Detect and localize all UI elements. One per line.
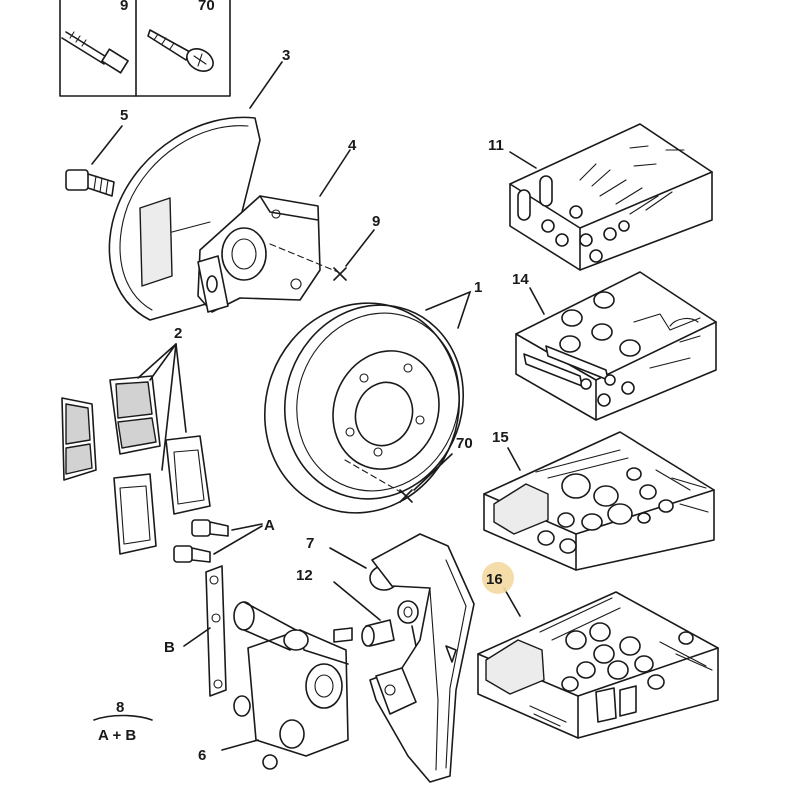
- callout-16-highlight: [482, 562, 514, 594]
- callout-12: 12: [296, 567, 313, 584]
- brake-pads: 2: [61, 325, 211, 555]
- caliper-carrier-bracket: 4 9: [197, 137, 380, 313]
- repair-kit-15: 15: [483, 429, 715, 571]
- callout-4: 4: [348, 137, 357, 154]
- callout-2: 2: [174, 325, 182, 342]
- callout-9-top: 9: [120, 0, 128, 14]
- callout-16: 16: [486, 571, 503, 588]
- repair-kit-16: 16: [477, 562, 719, 739]
- callout-8-sub: A + B: [98, 727, 136, 744]
- brake-disc: 1 70: [263, 279, 482, 514]
- formula-8: 8 A + B: [93, 699, 153, 744]
- callout-8: 8: [116, 699, 124, 716]
- callout-a: A: [264, 517, 275, 534]
- repair-kit-14: 14: [512, 271, 717, 421]
- callout-5: 5: [120, 107, 128, 124]
- callout-9: 9: [372, 213, 380, 230]
- caliper-plate-b: B: [164, 565, 227, 697]
- cross-marker-9-icon: [333, 267, 347, 281]
- brake-caliper: 6: [198, 601, 353, 770]
- guide-bolts-a: A: [173, 517, 275, 563]
- callout-3: 3: [282, 47, 290, 64]
- bolt-9-icon: [61, 31, 129, 74]
- callout-70-top: 70: [198, 0, 215, 14]
- screw-70-icon: [147, 29, 214, 72]
- callout-70: 70: [456, 435, 473, 452]
- callout-7: 7: [306, 535, 314, 552]
- callout-11: 11: [488, 137, 504, 154]
- callout-6: 6: [198, 747, 206, 764]
- callout-14: 14: [512, 271, 529, 288]
- bolt-5: 5: [65, 107, 128, 197]
- callout-15: 15: [492, 429, 509, 446]
- repair-kit-11: 11: [488, 123, 713, 271]
- callout-1: 1: [474, 279, 482, 296]
- callout-b: B: [164, 639, 175, 656]
- cross-marker-70-icon: [399, 489, 413, 503]
- caliper-bracket: [369, 533, 475, 783]
- fastener-inset-box: 9 70: [59, 0, 231, 97]
